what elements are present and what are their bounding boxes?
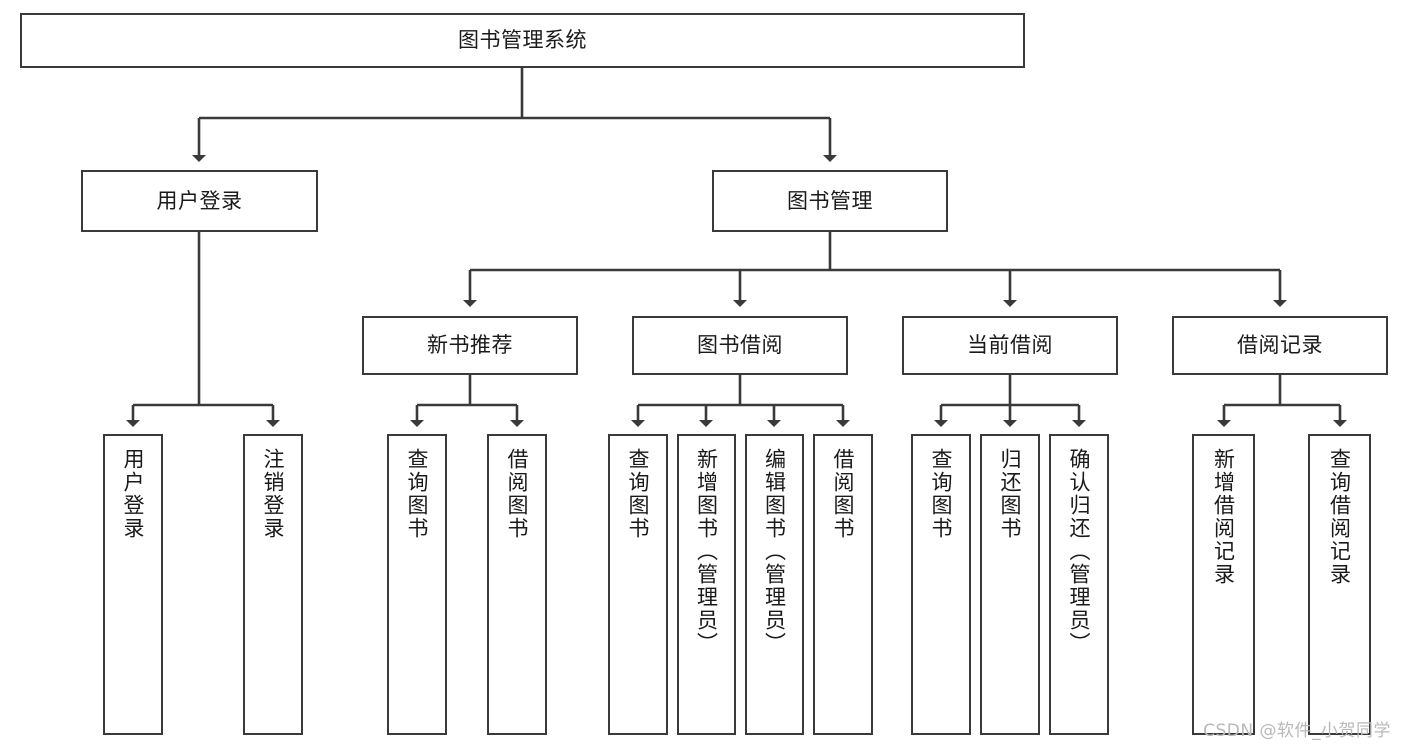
- leaf-add-book-label: 新增图书（管理员）: [694, 448, 719, 655]
- leaf-add-record-label: 新增借阅记录: [1211, 448, 1236, 586]
- node-current-borrow-label: 当前借阅: [967, 333, 1053, 358]
- leaf-borrow-book-1-label: 借阅图书: [505, 448, 530, 540]
- node-book-borrow[interactable]: 图书借阅: [632, 316, 848, 375]
- leaf-return-book[interactable]: 归还图书: [980, 434, 1040, 735]
- leaf-query-book-3-label: 查询图书: [929, 448, 954, 540]
- leaf-borrow-book-2-label: 借阅图书: [831, 448, 856, 540]
- leaf-query-book-3[interactable]: 查询图书: [911, 434, 971, 735]
- leaf-add-book[interactable]: 新增图书（管理员）: [677, 434, 736, 735]
- node-borrow-record[interactable]: 借阅记录: [1172, 316, 1388, 375]
- leaf-query-book-2-label: 查询图书: [626, 448, 651, 540]
- leaf-query-book-2[interactable]: 查询图书: [608, 434, 668, 735]
- leaf-edit-book[interactable]: 编辑图书（管理员）: [745, 434, 804, 735]
- node-user-login-label: 用户登录: [156, 188, 243, 213]
- node-root-label: 图书管理系统: [458, 28, 587, 53]
- leaf-confirm-return[interactable]: 确认归还（管理员）: [1049, 434, 1109, 735]
- node-new-book-recommend[interactable]: 新书推荐: [362, 316, 578, 375]
- leaf-query-book-1[interactable]: 查询图书: [387, 434, 447, 735]
- leaf-query-record[interactable]: 查询借阅记录: [1308, 434, 1371, 735]
- leaf-borrow-book-2[interactable]: 借阅图书: [813, 434, 873, 735]
- leaf-user-login[interactable]: 用户登录: [103, 434, 163, 735]
- leaf-add-record[interactable]: 新增借阅记录: [1192, 434, 1255, 735]
- leaf-logout-login[interactable]: 注销登录: [243, 434, 303, 735]
- leaf-query-book-1-label: 查询图书: [405, 448, 430, 540]
- node-current-borrow[interactable]: 当前借阅: [902, 316, 1118, 375]
- leaf-logout-login-label: 注销登录: [261, 448, 286, 540]
- leaf-edit-book-label: 编辑图书（管理员）: [762, 448, 787, 655]
- leaf-borrow-book-1[interactable]: 借阅图书: [487, 434, 547, 735]
- node-book-borrow-label: 图书借阅: [697, 333, 783, 358]
- leaf-query-record-label: 查询借阅记录: [1327, 448, 1352, 586]
- node-book-manage[interactable]: 图书管理: [712, 170, 948, 232]
- node-borrow-record-label: 借阅记录: [1237, 333, 1323, 358]
- node-root[interactable]: 图书管理系统: [20, 13, 1025, 68]
- node-book-manage-label: 图书管理: [787, 188, 873, 213]
- leaf-user-login-label: 用户登录: [121, 448, 146, 540]
- leaf-return-book-label: 归还图书: [998, 448, 1023, 540]
- leaf-confirm-return-label: 确认归还（管理员）: [1067, 448, 1092, 655]
- node-new-book-recommend-label: 新书推荐: [427, 333, 513, 358]
- node-user-login[interactable]: 用户登录: [81, 170, 318, 232]
